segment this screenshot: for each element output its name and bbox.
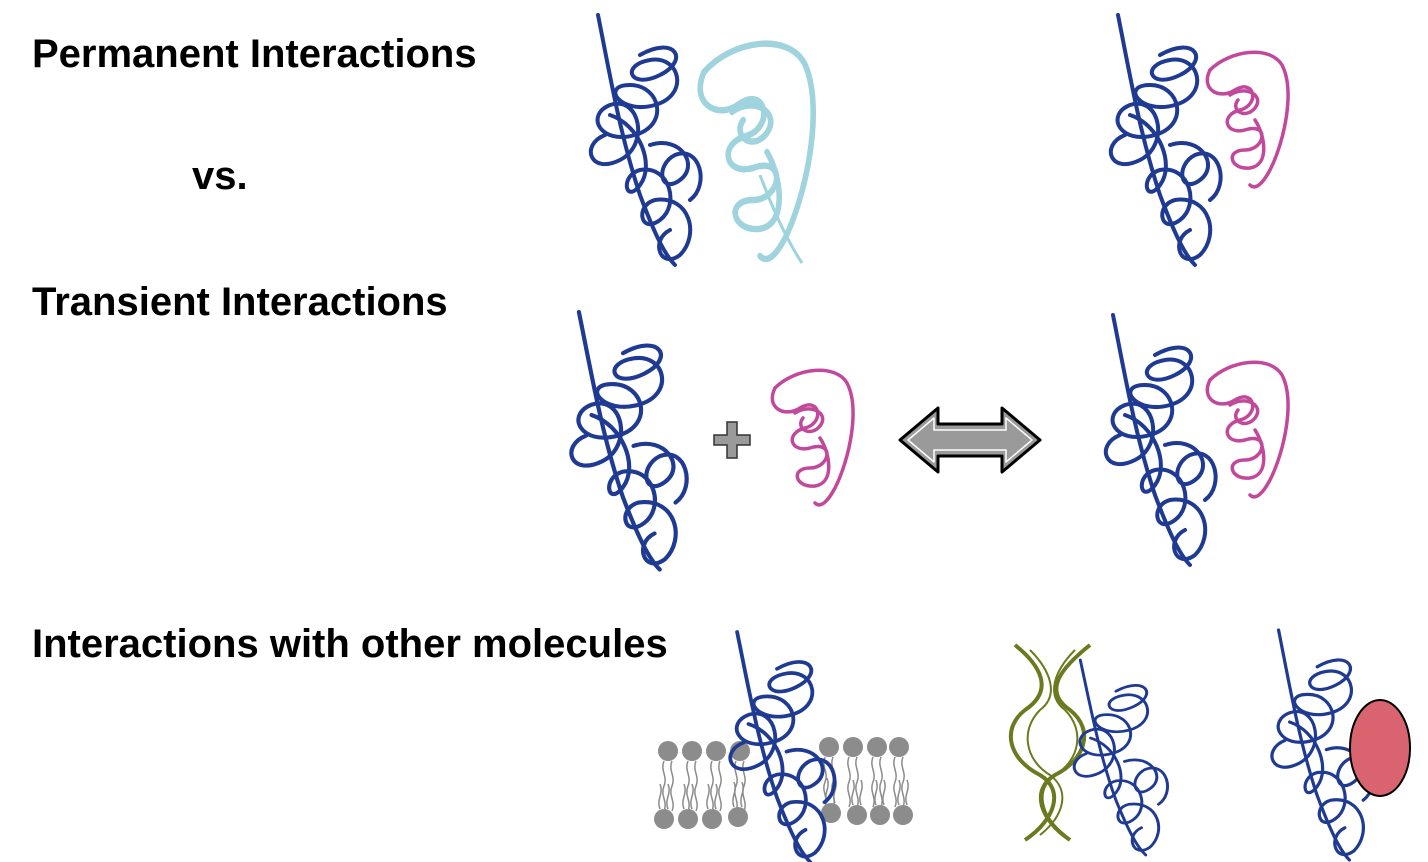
double-arrow-icon — [898, 406, 1042, 474]
dna-double-helix — [1008, 643, 1092, 842]
lipid-bilayer-left — [653, 740, 751, 830]
ligand-protein-complex — [1270, 628, 1411, 862]
dna-protein-complex — [1008, 643, 1170, 857]
membrane-protein-complex — [653, 630, 914, 862]
permanent-complex-magenta — [1108, 13, 1290, 267]
transient-magenta-protein — [770, 368, 855, 507]
plus-sign — [713, 421, 751, 459]
permanent-interactions-label: Permanent Interactions — [32, 32, 477, 76]
vs-label: vs. — [192, 154, 248, 198]
transient-interactions-label: Transient Interactions — [32, 280, 448, 324]
ligand-ellipse — [1349, 699, 1411, 797]
transient-complex — [1103, 313, 1290, 567]
other-molecules-label: Interactions with other molecules — [32, 622, 668, 666]
transient-blue-protein — [571, 312, 686, 570]
permanent-complex-light-blue — [588, 13, 813, 267]
